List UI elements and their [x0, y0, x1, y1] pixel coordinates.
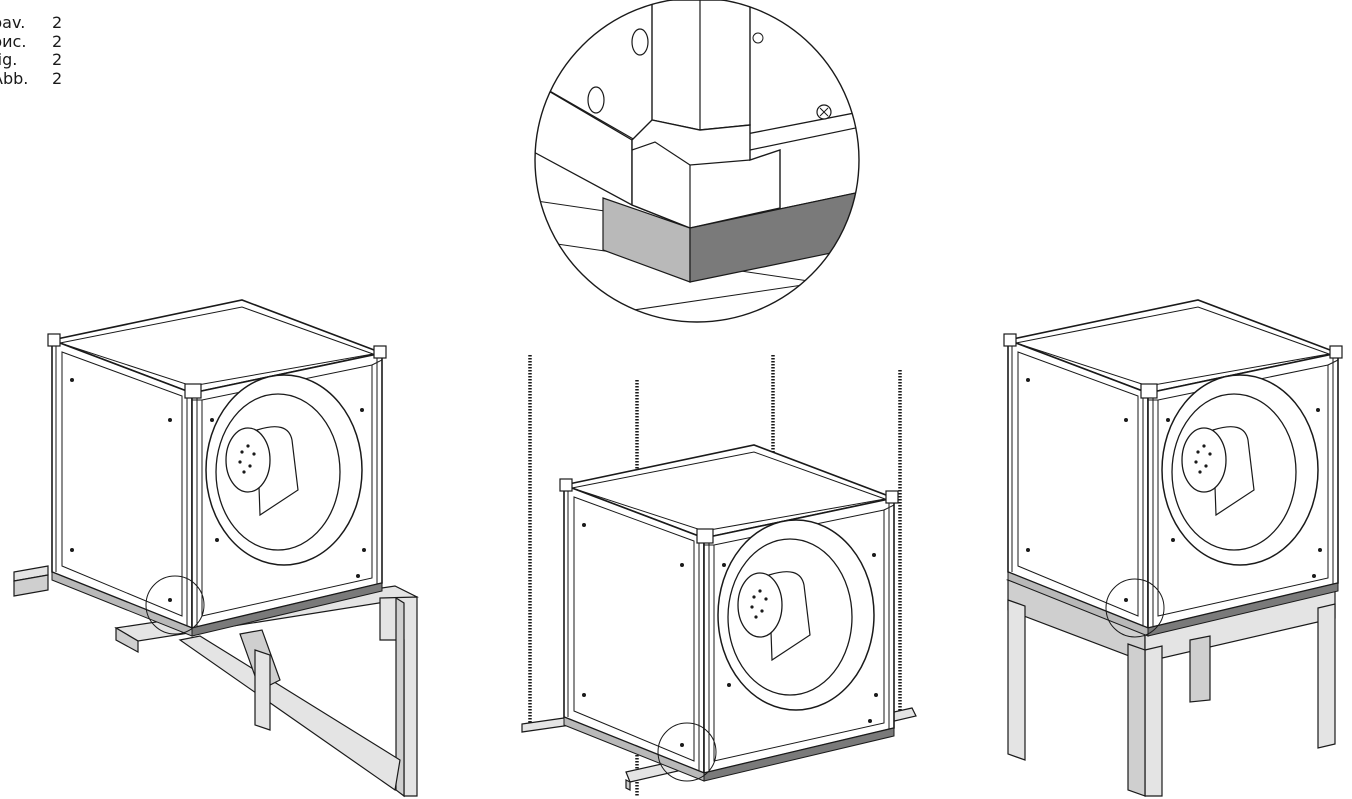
stand-leg	[1144, 645, 1163, 797]
fan-unit-middle	[559, 444, 899, 782]
figure-label-lt: pav. 2	[0, 13, 63, 33]
bracket-upper-arm-side	[13, 574, 49, 597]
figure-label-block: pav. 2 рис. 2 fig. 2 Abb. 2	[0, 13, 63, 89]
figure-label-word: Abb.	[0, 68, 29, 88]
stand-leg-side	[1127, 643, 1146, 797]
bracket-lower-arm-end	[115, 626, 139, 654]
stand-leg	[1007, 599, 1026, 761]
wall-upright-edge	[395, 596, 405, 798]
stand-leg	[1317, 603, 1336, 749]
stand-leg-back	[1189, 635, 1211, 703]
detail-marker-right	[1105, 578, 1165, 638]
bracket-vertical-strut	[254, 649, 271, 731]
figure-label-ru: рис. 2	[0, 31, 63, 52]
figure-label-number: 2	[52, 50, 63, 69]
detail-zoom-circle	[534, 0, 860, 323]
figure-label-word: fig.	[0, 50, 18, 69]
figure-label-number: 2	[52, 31, 63, 51]
detail-marker-middle	[657, 722, 717, 782]
figure-label-number: 2	[52, 13, 63, 32]
figure-label-en: fig. 2	[0, 50, 63, 70]
support-channel-end	[625, 779, 631, 791]
fan-unit-left	[47, 299, 387, 637]
figure-label-word: pav.	[0, 13, 26, 32]
figure-label-de: Abb. 2	[0, 68, 63, 89]
bracket-diagonal-brace	[178, 635, 401, 792]
detail-zoom-view	[534, 0, 860, 323]
figure-label-word: рис.	[0, 31, 27, 51]
figure-label-number: 2	[52, 68, 63, 88]
fan-unit-right	[1003, 299, 1343, 637]
detail-marker-left	[145, 575, 205, 635]
